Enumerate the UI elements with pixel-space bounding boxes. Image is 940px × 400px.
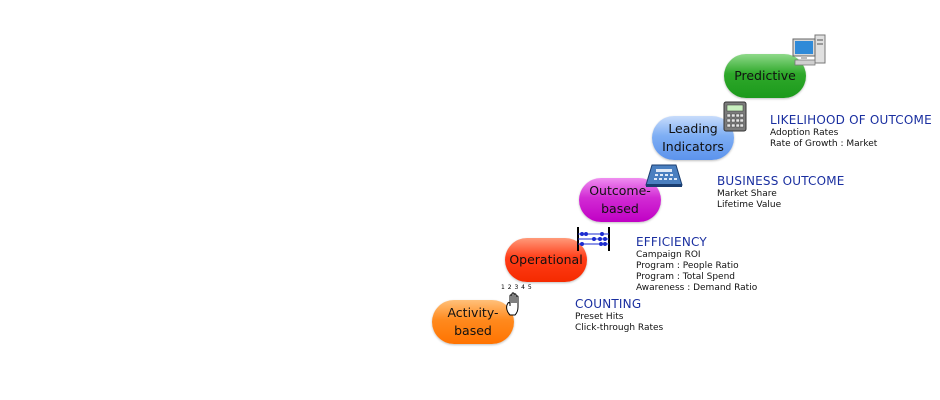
group-item: Adoption Rates <box>770 128 839 138</box>
group-item: Preset Hits <box>575 312 624 322</box>
group-item: Program : People Ratio <box>636 261 739 271</box>
calculator-icon <box>723 101 747 132</box>
group-item: Program : Total Spend <box>636 272 735 282</box>
step-predictive: Predictive <box>724 54 806 98</box>
step-label: Operational <box>509 251 583 267</box>
step-activity-based: Activity- based <box>432 300 514 344</box>
step-label: Leading <box>668 120 718 136</box>
step-leading-indicators: Leading Indicators <box>652 116 734 160</box>
group-item: Rate of Growth : Market <box>770 139 878 149</box>
step-label: Indicators <box>662 139 724 154</box>
group-heading: BUSINESS OUTCOME <box>717 174 845 188</box>
hand-counting-icon <box>506 292 519 316</box>
group-business-outcome: BUSINESS OUTCOME Market Share Lifetime V… <box>717 174 845 211</box>
group-heading: LIKELIHOOD OF OUTCOME <box>770 113 932 127</box>
computer-icon <box>792 34 826 66</box>
group-heading: EFFICIENCY <box>636 235 707 249</box>
step-label: Predictive <box>734 67 796 83</box>
group-item: Market Share <box>717 189 777 199</box>
group-item: Click-through Rates <box>575 323 664 333</box>
step-label: Outcome- <box>589 182 651 198</box>
group-counting: COUNTING Preset Hits Click-through Rates <box>575 297 663 334</box>
step-label: based <box>601 201 639 216</box>
hand-counter-label: 1 2 3 4 5 <box>501 284 533 291</box>
step-label: based <box>454 323 492 338</box>
group-item: Campaign ROI <box>636 250 701 260</box>
group-efficiency: EFFICIENCY Campaign ROI Program : People… <box>636 235 757 294</box>
step-label: Activity- <box>447 304 499 320</box>
group-item: Lifetime Value <box>717 200 782 210</box>
group-item: Awareness : Demand Ratio <box>636 283 758 293</box>
step-operational: Operational <box>505 238 587 282</box>
adding-machine-icon <box>645 164 683 187</box>
abacus-icon <box>577 227 610 251</box>
group-heading: COUNTING <box>575 297 642 311</box>
group-likelihood-of-outcome: LIKELIHOOD OF OUTCOME Adoption Rates Rat… <box>770 113 932 150</box>
